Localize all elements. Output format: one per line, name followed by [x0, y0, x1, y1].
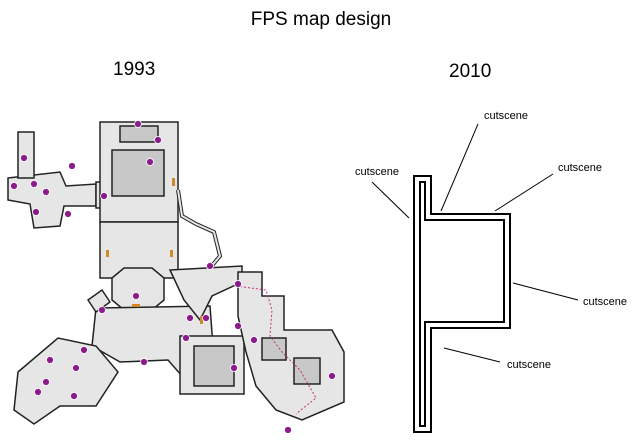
map-door [132, 304, 140, 307]
map-marker [100, 192, 108, 200]
corridor-inner-wall [419, 181, 505, 427]
map-marker [98, 306, 106, 314]
map-room-east-maze-block-a [261, 337, 287, 361]
map-marker [234, 322, 242, 330]
map-marker [72, 364, 80, 372]
map-room-north-east-funnel [168, 265, 243, 322]
map-marker [154, 136, 162, 144]
map-room-west-wing [7, 171, 97, 229]
map-room-east-maze [237, 271, 345, 421]
cutscene-pointer-right [494, 173, 554, 212]
map-marker [284, 426, 292, 434]
map-door [172, 178, 175, 186]
map-marker [70, 392, 78, 400]
cutscene-pointer-bottom [443, 347, 501, 363]
corridor-outer-wall [413, 175, 511, 433]
map-route-east [235, 285, 317, 415]
map-marker [134, 120, 142, 128]
map-marker [46, 356, 54, 364]
map-corridor-north-east [176, 189, 223, 270]
map-marker [234, 280, 242, 288]
map-marker [182, 334, 190, 342]
map-marker [230, 364, 238, 372]
map-corridor-north-east-inner [177, 189, 222, 269]
map-marker [32, 208, 40, 216]
map-room-south-block-inner [193, 345, 235, 387]
cutscene-pointer-left [371, 181, 410, 219]
map-marker [202, 314, 210, 322]
map-room-south-west-wing [13, 337, 119, 425]
map-marker [30, 180, 38, 188]
map-door [170, 250, 173, 257]
cutscene-label-left: cutscene [355, 166, 400, 178]
cutscene-pointer-mid-right [512, 282, 579, 301]
map-marker [328, 372, 336, 380]
map-marker [250, 336, 258, 344]
cutscene-label-right: cutscene [558, 162, 603, 174]
map-marker [42, 378, 50, 386]
year-label-2010: 2010 [449, 61, 492, 82]
cutscene-label-bottom: cutscene [507, 359, 552, 371]
map-marker [64, 210, 72, 218]
map-marker [10, 182, 18, 190]
map-marker [20, 154, 28, 162]
map-marker [34, 388, 42, 396]
map-door [106, 250, 109, 257]
map-room-north-top [119, 125, 159, 143]
cutscene-label-top: cutscene [484, 110, 529, 122]
figure-title: FPS map design [250, 9, 392, 30]
map-marker [146, 158, 154, 166]
map-marker [186, 314, 194, 322]
map-room-south-west-stub [86, 288, 112, 314]
map-room-north-inner [111, 149, 165, 197]
map-marker [140, 358, 148, 366]
year-label-1993: 1993 [113, 59, 156, 80]
cutscene-label-mid-right: cutscene [583, 296, 628, 308]
map-door [200, 316, 203, 324]
map-marker [132, 292, 140, 300]
map-marker [206, 262, 214, 270]
cutscene-pointer-top [440, 123, 479, 212]
map-marker [68, 162, 76, 170]
map-marker [42, 188, 50, 196]
map-room-east-maze-block-b [293, 357, 321, 385]
map-marker [80, 346, 88, 354]
map-room-octagon [111, 267, 165, 311]
